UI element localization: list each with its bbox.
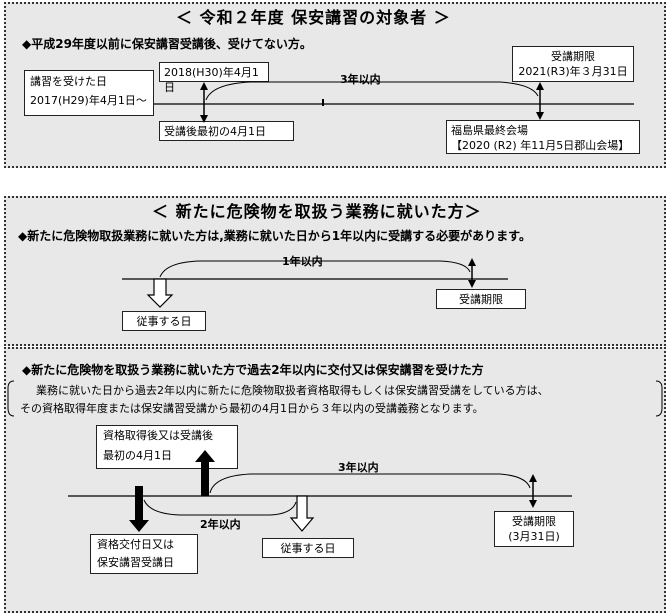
section2-start-box: 従事する日 <box>122 311 206 331</box>
section3-issue-line1: 資格交付日又は <box>97 538 174 551</box>
first-april-date: 2018(H30)年4月1日 <box>164 66 259 94</box>
section2-title: ＜ 新たに危険物を取扱う業務に就いた方＞ <box>152 202 482 221</box>
venue-date: 【2020 (R2) 年11月5日郡山会場】 <box>451 138 630 152</box>
deadline-date: 2021(R3)年３月31日 <box>518 64 628 78</box>
first-april-marker <box>200 82 208 123</box>
section3-deadline-line2: (3月31日) <box>508 529 560 543</box>
section3-start-label: 従事する日 <box>280 542 336 555</box>
section3-span2-label: 2年以内 <box>200 518 241 531</box>
section3-start-box: 従事する日 <box>262 538 354 558</box>
section3-first-april-line2: 最初の4月1日 <box>103 448 172 462</box>
section3-issue-line2: 保安講習受講日 <box>97 555 174 569</box>
section1-timeline <box>154 81 634 123</box>
section2-subtitle: ◆新たに危険物取扱業務に就いた方は,業務に就いた日から1年以内に受講する必要があ… <box>18 229 531 243</box>
section2-span-label: 1年以内 <box>282 255 323 268</box>
section1-title: ＜ 令和２年度 保安講習の対象者 ＞ <box>176 8 451 27</box>
first-april-label-box: 受講後最初の4月1日 <box>159 121 294 141</box>
section2-start-label: 従事する日 <box>136 315 192 328</box>
section3-issue-box: 資格交付日又は 保安講習受講日 <box>90 534 198 574</box>
section2-deadline-box: 受講期限 <box>436 289 526 309</box>
section1-span-label: 3年以内 <box>340 73 381 86</box>
section3-deadline-box: 受講期限 (3月31日) <box>494 511 574 547</box>
section3-subtitle: ◆新たに危険物を取扱う業務に就いた方で過去2年以内に交付又は保安講習を受けた方 <box>22 363 484 377</box>
section2-deadline-label: 受講期限 <box>459 293 503 306</box>
course-taken-date: 2017(H29)年4月1日～ <box>30 93 147 107</box>
course-taken-label: 講習を受けた日 <box>30 75 107 88</box>
deadline-marker <box>536 82 544 120</box>
section3-note-line2: その資格取得年度または保安講習受講から最初の4月1日から３年以内の受講義務となり… <box>20 402 484 415</box>
section1-subtitle: ◆平成29年度以前に保安講習受講後、受けてない方。 <box>22 37 312 51</box>
section1-span-arc <box>205 81 539 101</box>
deadline-label: 受講期限 <box>551 50 595 63</box>
course-taken-box: 講習を受けた日 2017(H29)年4月1日～ <box>24 70 154 116</box>
venue-box: 福島県最終会場 【2020 (R2) 年11月5日郡山会場】 <box>446 120 640 154</box>
section3-note-line1: 業務に就いた日から過去2年以内に新たに危険物取扱者資格取得もしくは保安講習受講を… <box>36 384 549 397</box>
section3-span3-label: 3年以内 <box>338 461 379 474</box>
section3-deadline-line1: 受講期限 <box>512 515 556 528</box>
deadline-box: 受講期限 2021(R3)年３月31日 <box>512 46 634 82</box>
first-april-label: 受講後最初の4月1日 <box>164 125 266 138</box>
first-april-box: 2018(H30)年4月1日 <box>159 62 269 94</box>
section3-first-april-line1: 資格取得後又は受講後 <box>103 429 213 442</box>
section3-first-april-box: 資格取得後又は受講後 最初の4月1日 <box>96 425 238 469</box>
venue-name: 福島県最終会場 <box>451 124 528 137</box>
